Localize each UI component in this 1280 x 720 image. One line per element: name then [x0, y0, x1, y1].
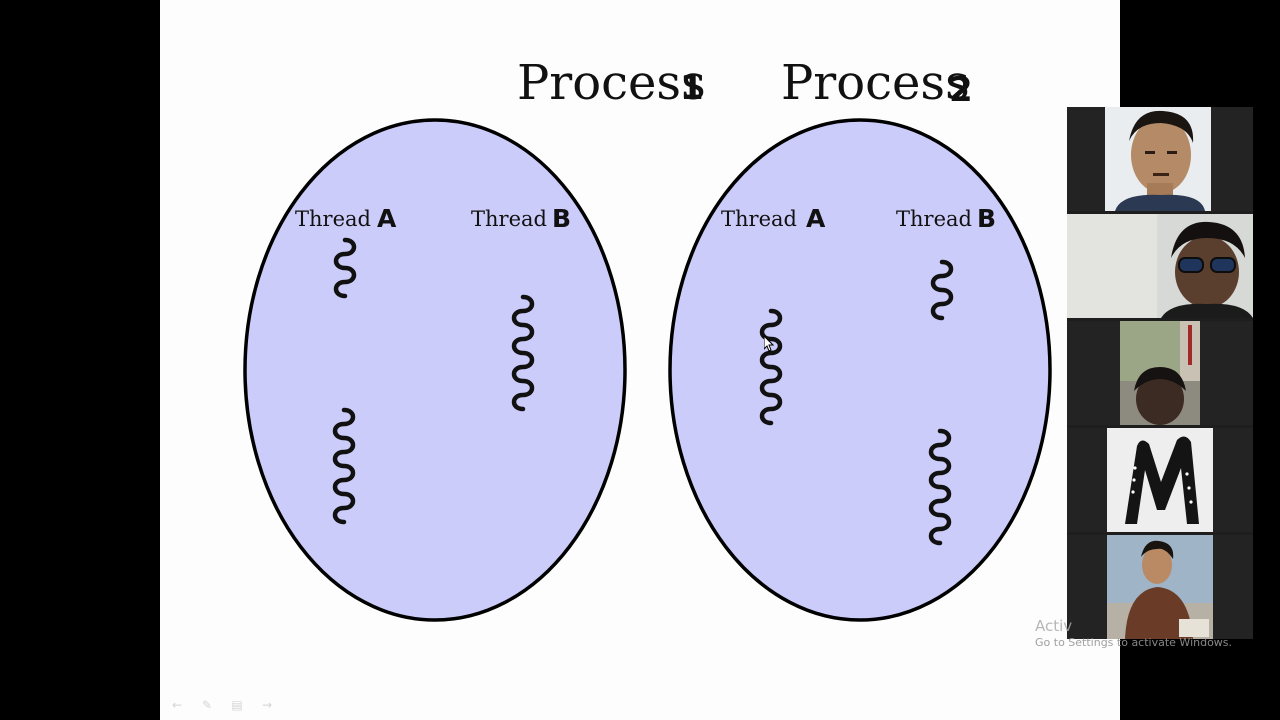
process-2-thread-a-letter: A [806, 204, 826, 233]
participant-avatar [1120, 321, 1200, 425]
participant-avatar [1067, 214, 1253, 318]
participant-avatar [1107, 535, 1213, 639]
process-2-ellipse [668, 118, 1052, 622]
participant-video [1107, 428, 1213, 532]
process-2-thread-wave [930, 259, 954, 321]
participant-video [1105, 107, 1211, 211]
process-1-thread-b-word: Thread [471, 207, 547, 231]
participant-tile[interactable] [1067, 535, 1253, 639]
process-2-thread-b-letter: B [977, 204, 996, 233]
participant-tile[interactable] [1067, 321, 1253, 425]
process-2-thread-wave [759, 308, 783, 426]
process-1-thread-wave [332, 407, 356, 525]
pen-icon[interactable]: ✎ [201, 698, 213, 712]
participant-video [1067, 214, 1253, 318]
forward-arrow-icon[interactable]: → [261, 698, 273, 712]
process-2-title-word: Process [781, 55, 970, 111]
process-1-thread-b-letter: B [552, 204, 571, 233]
participant-avatar [1105, 107, 1211, 211]
process-1-thread-wave [333, 237, 357, 299]
process-2-thread-a-word: Thread [721, 207, 797, 231]
participant-tile[interactable] [1067, 107, 1253, 211]
participant-letter-m-image [1107, 428, 1213, 532]
participant-video [1107, 535, 1213, 639]
process-1-thread-a-letter: A [377, 204, 397, 233]
process-1-thread-wave [511, 294, 535, 412]
process-2-title-number: 2 [949, 70, 973, 110]
process-1-thread-a-word: Thread [295, 207, 371, 231]
process-2-thread-wave [928, 428, 952, 546]
process-1-group: Process 1 Thread A Thread B [243, 55, 706, 622]
back-arrow-icon[interactable]: ← [171, 698, 183, 712]
process-2-thread-b-word: Thread [896, 207, 972, 231]
process-2-group: Process 2 Thread A Thread B [668, 55, 1052, 622]
presentation-slide: Process 1 Thread A Thread B Process 2 Th… [160, 0, 1120, 720]
slide-toolbar: ← ✎ ▤ → [168, 698, 276, 712]
slides-icon[interactable]: ▤ [231, 698, 243, 712]
process-thread-diagram: Process 1 Thread A Thread B Process 2 Th… [243, 55, 1052, 622]
process-1-title-word: Process [517, 55, 706, 111]
participant-tile[interactable] [1067, 428, 1253, 532]
participant-video-panel [1067, 107, 1253, 639]
participant-tile[interactable] [1067, 214, 1253, 318]
process-1-ellipse [243, 118, 627, 622]
participant-video [1120, 321, 1200, 425]
mouse-cursor-icon [764, 336, 774, 352]
process-1-title-number: 1 [680, 68, 704, 108]
